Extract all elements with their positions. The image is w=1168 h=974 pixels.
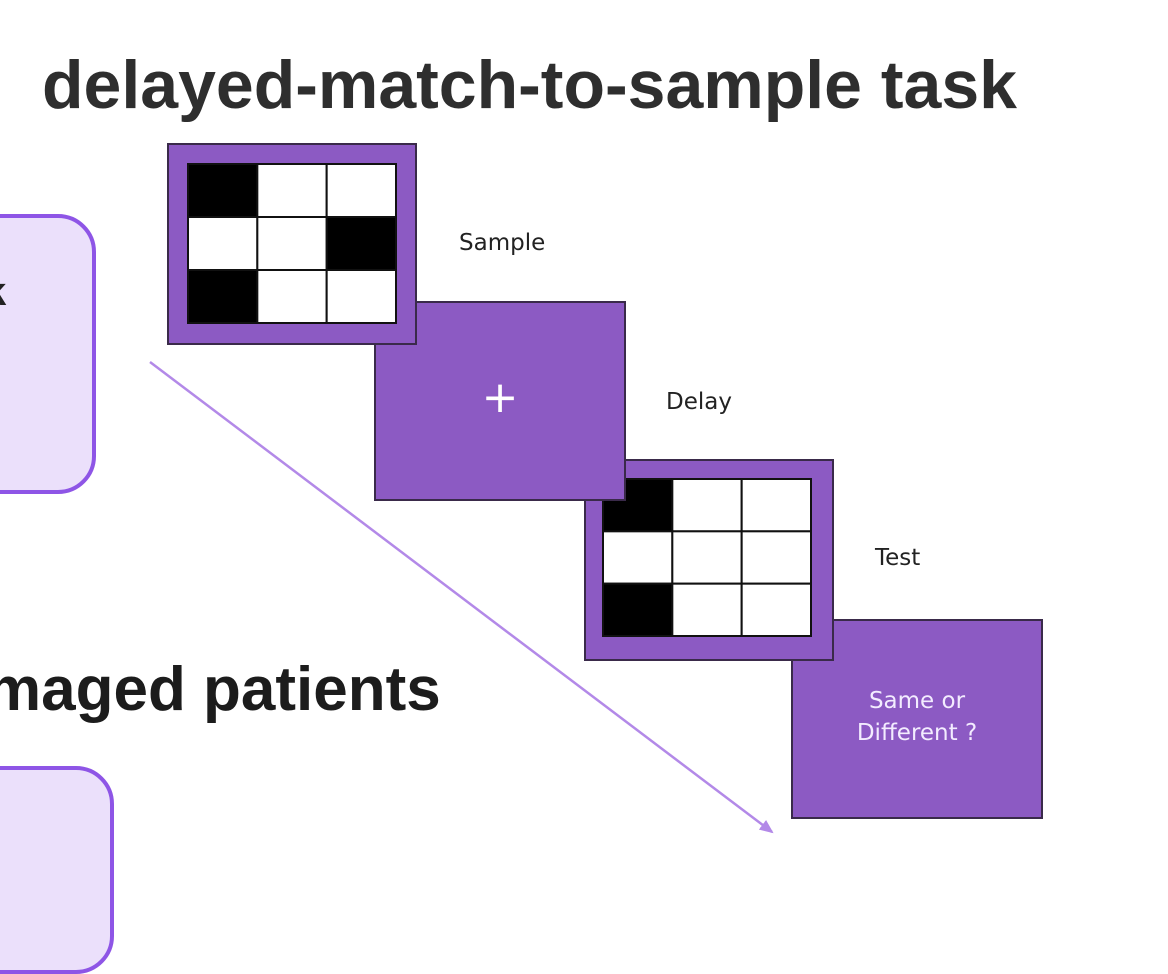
test-grid-cell-1-0	[602, 530, 674, 585]
sample-grid-cell-1-1	[256, 216, 328, 271]
sample-grid-cell-0-1	[256, 163, 328, 218]
test-grid-cell-0-1	[671, 478, 743, 533]
slide-title: delayed-match-to-sample task	[42, 47, 1017, 123]
test-grid-cell-1-1	[671, 530, 743, 585]
timeline-arrow	[149, 361, 774, 834]
sample-grid-cell-1-2	[325, 216, 397, 271]
sample-grid-cell-0-0	[187, 163, 259, 218]
dmts-diagram: Same or Different ? + Sample Delay Test	[149, 143, 1043, 834]
response-text-line1: Same or	[869, 688, 966, 714]
sample-grid-cell-2-0	[187, 269, 259, 324]
sample-grid	[187, 163, 397, 324]
sample-screen	[167, 143, 417, 345]
sample-grid-cell-2-2	[325, 269, 397, 324]
sample-grid-cell-2-1	[256, 269, 328, 324]
delay-label: Delay	[666, 389, 732, 415]
test-grid-cell-1-2	[740, 530, 813, 585]
test-label: Test	[874, 545, 920, 571]
left-card-top	[0, 214, 96, 494]
response-text-line2: Different ?	[857, 720, 977, 746]
test-grid-cell-2-1	[671, 582, 743, 638]
sample-label: Sample	[459, 230, 545, 256]
fixation-cross: +	[482, 372, 519, 423]
test-screen	[584, 459, 834, 661]
test-grid-cell-0-2	[740, 478, 813, 533]
test-grid-cell-2-2	[740, 582, 813, 638]
left-card-text: k	[0, 270, 6, 315]
sample-grid-cell-1-0	[187, 216, 259, 271]
test-grid-cell-2-0	[602, 582, 674, 638]
section-heading: maged patients	[0, 655, 441, 724]
sample-grid-cell-0-2	[325, 163, 397, 218]
test-grid	[602, 478, 813, 638]
